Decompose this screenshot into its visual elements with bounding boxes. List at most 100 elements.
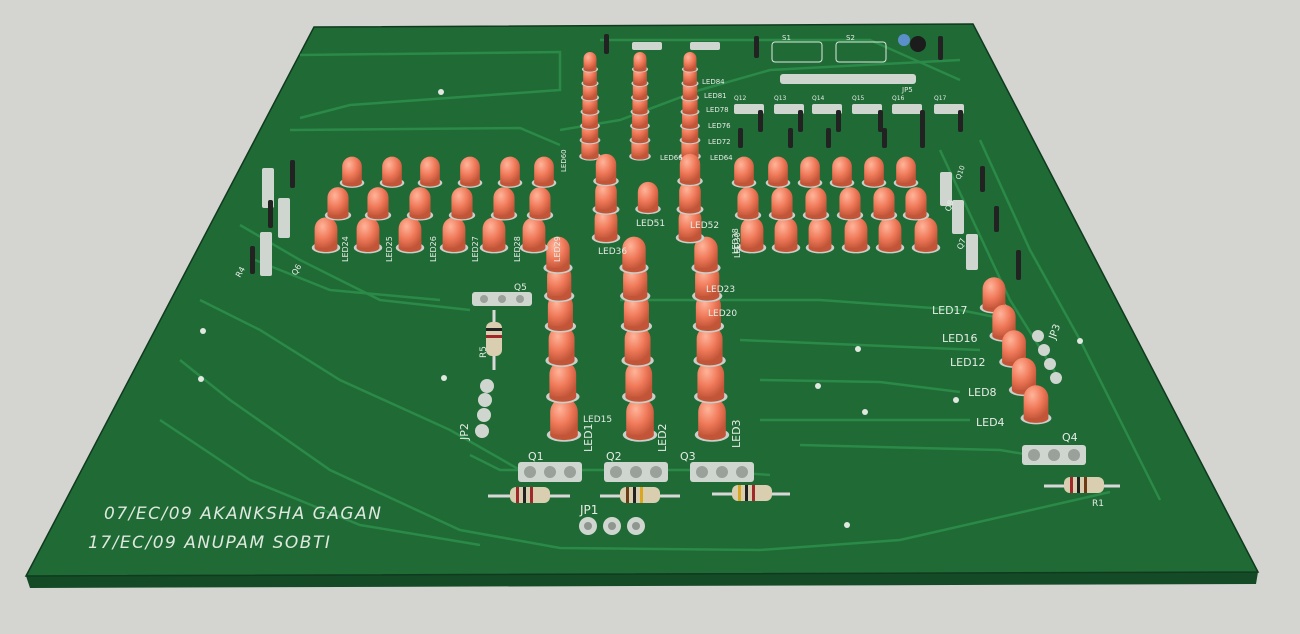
led — [311, 217, 341, 254]
resistor — [268, 200, 273, 228]
led — [691, 236, 721, 274]
led12-label: LED12 — [950, 356, 986, 369]
led — [592, 180, 620, 215]
led — [379, 156, 405, 188]
component-footprint — [734, 104, 764, 114]
resistor-r-q2 — [600, 487, 680, 503]
resistor — [882, 128, 887, 148]
q13-label: Q13 — [774, 95, 787, 102]
jp5-label: JP5 — [901, 86, 913, 94]
led38-label: LED38 — [731, 228, 740, 254]
led — [676, 180, 704, 215]
q3-footprint — [690, 462, 754, 482]
component-footprint — [852, 104, 882, 114]
led — [490, 187, 518, 221]
component-footprint — [892, 104, 922, 114]
jp1-header — [579, 517, 645, 535]
led — [631, 78, 649, 102]
q2-label: Q2 — [606, 450, 622, 463]
led — [836, 187, 864, 221]
q12-label: Q12 — [734, 95, 747, 102]
led — [829, 156, 855, 188]
led — [694, 398, 730, 442]
led — [457, 156, 483, 188]
component-footprint — [812, 104, 842, 114]
component-footprint — [774, 104, 804, 114]
q4-label: Q4 — [1062, 431, 1078, 444]
led — [497, 156, 523, 188]
led20-label: LED20 — [708, 309, 737, 319]
q3-label: Q3 — [680, 450, 696, 463]
resistor — [758, 110, 763, 132]
resistor — [958, 110, 963, 132]
jp3-header — [1032, 330, 1062, 384]
jp5-header — [780, 74, 916, 84]
copper-traces — [159, 38, 1162, 552]
resistor — [836, 110, 841, 132]
small-components — [250, 34, 1021, 280]
vias — [198, 89, 1083, 528]
led17-label: LED17 — [932, 304, 968, 317]
resistor — [994, 206, 999, 232]
resistors — [486, 310, 1120, 503]
q16-label: Q16 — [892, 95, 905, 102]
transistor-footprints — [472, 292, 1086, 482]
resistor — [798, 110, 803, 132]
switch-footprints — [771, 41, 887, 63]
component-footprint — [934, 104, 964, 114]
led8-label: LED8 — [968, 386, 997, 399]
capacitor — [910, 36, 926, 52]
q2-footprint — [604, 462, 668, 482]
led60-label: LED60 — [560, 149, 568, 172]
resistor — [938, 36, 943, 60]
s2-label: S2 — [846, 34, 855, 42]
led — [875, 217, 905, 254]
led — [448, 187, 476, 221]
resistor — [980, 166, 985, 192]
resistor — [826, 128, 831, 148]
led — [406, 187, 434, 221]
led — [364, 187, 392, 221]
resistor-r1 — [1044, 477, 1120, 493]
led16-label: LED16 — [942, 332, 978, 345]
credit-line-1: 07/EC/09 AKANKSHA GAGAN — [104, 504, 382, 524]
led — [1020, 385, 1052, 425]
led — [693, 325, 726, 367]
led — [546, 361, 580, 404]
r5-label: R5 — [479, 346, 489, 358]
s1-label: S1 — [782, 34, 791, 42]
led29-label: LED29 — [553, 236, 562, 262]
led — [593, 153, 619, 187]
led — [694, 361, 728, 404]
led — [622, 398, 658, 442]
led — [734, 187, 762, 221]
capacitor — [898, 34, 910, 46]
led — [531, 156, 557, 188]
resistor — [250, 246, 255, 274]
led — [519, 217, 549, 254]
resistor — [920, 110, 925, 132]
led27-label: LED27 — [471, 236, 480, 262]
led — [395, 217, 425, 254]
component-footprint — [966, 234, 978, 270]
q14-label: Q14 — [812, 95, 825, 102]
q1-label: Q1 — [528, 450, 544, 463]
led1-label: LED1 — [582, 423, 595, 452]
led84-label: LED84 — [702, 78, 725, 86]
led15-label: LED15 — [583, 415, 612, 425]
q1-footprint — [518, 462, 582, 482]
led — [802, 187, 830, 221]
led — [543, 236, 573, 274]
led — [911, 217, 941, 254]
board-edge — [26, 572, 1258, 588]
led — [621, 325, 654, 367]
led — [675, 207, 705, 244]
led51-label: LED51 — [636, 219, 665, 229]
led — [631, 51, 649, 73]
led30-label: LED30 — [733, 232, 742, 258]
led76-label: LED76 — [708, 122, 731, 130]
resistor-r-q1 — [488, 487, 570, 503]
jp1-label: JP1 — [579, 503, 598, 517]
r1-label: R1 — [1092, 499, 1104, 509]
